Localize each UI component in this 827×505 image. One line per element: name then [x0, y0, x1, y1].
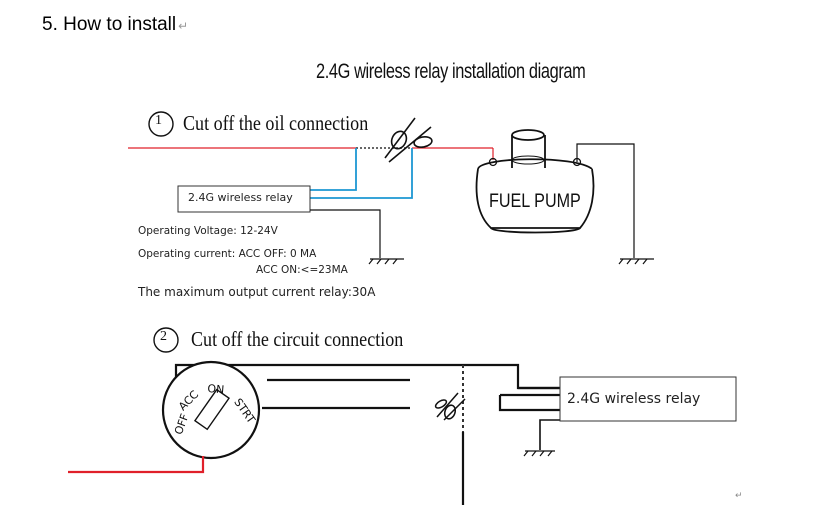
blue-wire-left	[310, 148, 357, 191]
red-circuit-wire	[68, 456, 205, 474]
spec-current-off: Operating current: ACC OFF: 0 MA	[138, 248, 317, 260]
relay2-wire-ground	[539, 419, 560, 450]
diagram-title: 2.4G wireless relay installation diagram	[316, 60, 586, 83]
ground-icon-1	[368, 258, 404, 265]
ignition-on-label: ON	[206, 382, 225, 397]
pump-ground-wire	[576, 143, 635, 258]
step-2-circle	[153, 327, 179, 353]
step-2-number: 2	[160, 329, 167, 344]
fuel-pump-label: FUEL PUMP	[489, 191, 581, 212]
blue-wire-right	[310, 148, 413, 199]
spec-current-on: ACC ON:<=23MA	[256, 264, 348, 276]
relay2-wire-bottom	[498, 395, 560, 412]
spec-voltage: Operating Voltage: 12-24V	[138, 225, 278, 237]
ground-icon-3	[523, 450, 555, 457]
relay-ground-wire	[310, 209, 381, 258]
spec-max-output: The maximum output current relay:30A	[138, 285, 376, 299]
heading-text: 5. How to install	[42, 14, 177, 35]
scissors-icon	[384, 117, 433, 163]
page-heading: 5. How to install↵	[42, 14, 188, 36]
fuel-pump	[475, 129, 595, 234]
step-1-label: Cut off the oil connection	[183, 111, 369, 135]
relay-label-2: 2.4G wireless relay	[567, 391, 701, 407]
step-1-number: 1	[155, 113, 162, 128]
ignition-switch	[161, 360, 261, 460]
relay-box-2	[559, 376, 737, 422]
step-2-label: Cut off the circuit connection	[191, 327, 404, 351]
step-1-circle	[148, 111, 174, 137]
scissors-icon-2	[434, 392, 466, 421]
return-mark: ↵	[178, 19, 189, 33]
return-mark-bottom: ↵	[735, 491, 743, 501]
ground-icon-2	[618, 258, 654, 265]
relay-box-1	[177, 185, 311, 213]
relay-label-1: 2.4G wireless relay	[188, 191, 293, 204]
